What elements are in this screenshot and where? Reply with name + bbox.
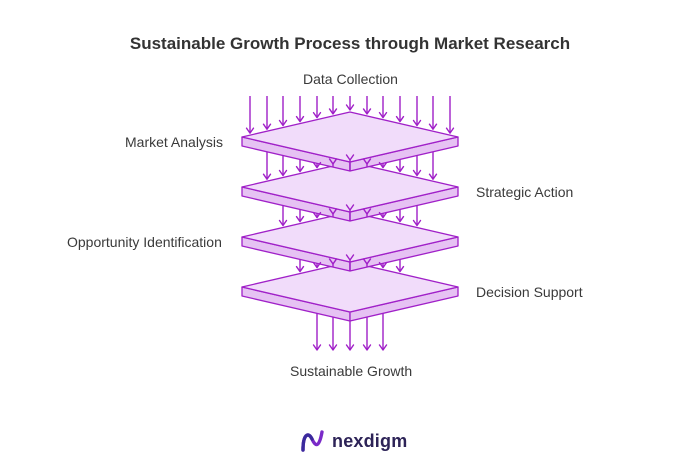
brand-name: nexdigm <box>332 430 408 451</box>
arrow-in <box>262 96 272 130</box>
arrow-in <box>295 96 305 123</box>
arrow-flow <box>395 259 405 273</box>
arrow-flow <box>395 159 405 173</box>
arrow-flow <box>262 151 272 180</box>
label-decision-support: Decision Support <box>476 284 583 300</box>
layer-market-analysis <box>241 111 459 172</box>
arrow-flow <box>362 158 372 168</box>
layer-opportunity-identification <box>241 211 459 272</box>
arrow-in <box>278 96 288 127</box>
label-market-analysis: Market Analysis <box>125 134 224 150</box>
arrow-in <box>395 96 405 123</box>
label-data-collection: Data Collection <box>303 71 398 87</box>
arrow-flow <box>428 151 438 180</box>
arrow-flow <box>328 158 338 168</box>
arrow-flow <box>412 155 422 177</box>
arrow-flow <box>362 258 372 268</box>
arrow-flow <box>312 211 322 219</box>
arrow-flow <box>378 161 388 169</box>
arrow-flow <box>312 161 322 169</box>
arrow-flow <box>328 258 338 268</box>
arrow-flow <box>345 204 355 221</box>
arrow-out <box>378 313 388 351</box>
arrow-out <box>312 313 322 351</box>
label-sustainable-growth: Sustainable Growth <box>290 363 413 379</box>
arrow-flow <box>378 261 388 269</box>
layer-strategic-action <box>241 161 459 222</box>
arrow-flow <box>362 208 372 218</box>
arrow-in <box>328 96 338 115</box>
arrow-flow <box>295 259 305 273</box>
arrow-in <box>345 96 355 111</box>
label-strategic-action: Strategic Action <box>476 184 574 200</box>
arrow-flow <box>295 159 305 173</box>
arrow-flow <box>378 211 388 219</box>
arrow-flow <box>278 155 288 177</box>
arrow-flow <box>312 261 322 269</box>
arrow-flow <box>412 205 422 227</box>
arrow-in <box>245 96 255 134</box>
arrow-out <box>345 321 355 351</box>
arrow-flow <box>345 154 355 171</box>
arrow-flow <box>328 208 338 218</box>
arrow-in <box>362 96 372 115</box>
layer-decision-support <box>241 261 459 322</box>
label-opportunity-identification: Opportunity Identification <box>67 234 222 250</box>
arrow-out <box>328 317 338 351</box>
brand-logo: nexdigm <box>300 428 407 454</box>
arrow-flow <box>295 209 305 223</box>
arrow-in <box>312 96 322 119</box>
nexdigm-logo-icon <box>301 430 324 452</box>
arrow-out <box>362 317 372 351</box>
arrow-in <box>378 96 388 119</box>
arrow-flow <box>395 209 405 223</box>
arrow-flow <box>345 254 355 271</box>
diagram-title: Sustainable Growth Process through Marke… <box>129 34 571 53</box>
arrow-in <box>445 96 455 134</box>
arrow-flow <box>278 205 288 227</box>
arrow-in <box>428 96 438 130</box>
arrow-in <box>412 96 422 127</box>
